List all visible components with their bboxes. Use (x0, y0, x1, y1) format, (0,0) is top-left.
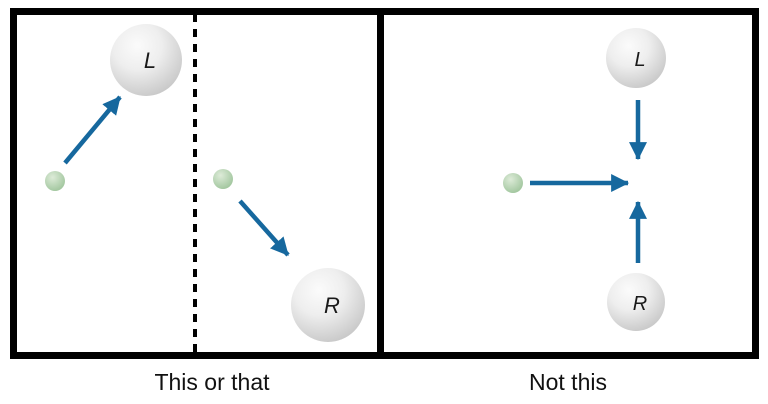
sphere-R-left (291, 268, 365, 342)
caption-left-panel: This or that (154, 369, 270, 395)
sphere-R-right (607, 273, 665, 331)
caption-right-panel: Not this (529, 369, 607, 395)
sphere-L-left-label: L (144, 48, 156, 73)
arrow-to-L (63, 95, 122, 165)
particle-dot-left-L (45, 171, 65, 191)
sphere-R-left-label: R (324, 293, 340, 318)
panel-right: L R (503, 28, 666, 331)
sphere-R-right-label: R (633, 293, 647, 315)
particle-dot-right (503, 173, 523, 193)
particle-dot-left-R (213, 169, 233, 189)
sphere-L-left (110, 24, 182, 96)
sphere-L-right (606, 28, 666, 88)
sphere-L-right-label: L (634, 49, 645, 71)
panel-left: L R (45, 14, 365, 352)
arrow-to-R (238, 199, 290, 257)
